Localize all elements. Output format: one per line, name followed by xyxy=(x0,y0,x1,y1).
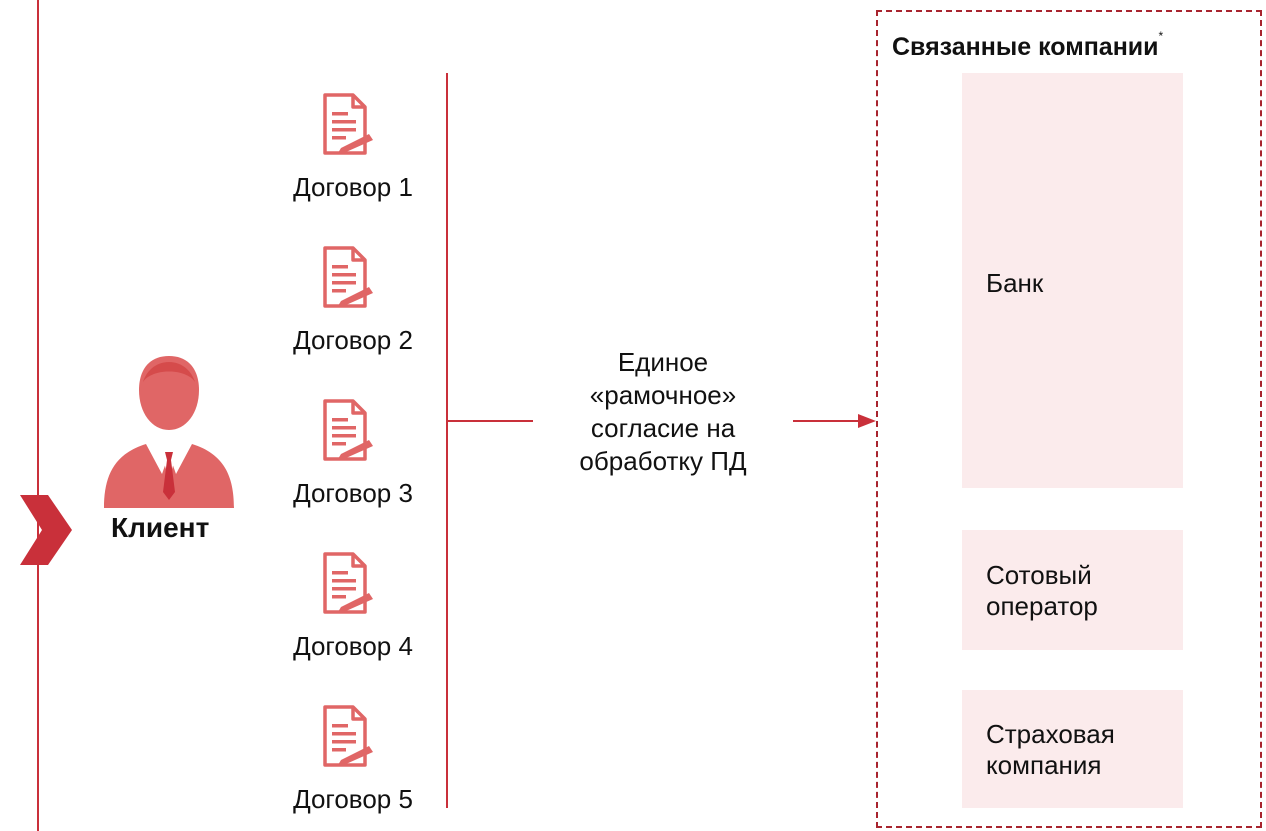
consent-line: обработку ПД xyxy=(579,446,747,476)
contract-document-icon xyxy=(313,92,377,156)
company-box-bank xyxy=(962,73,1183,488)
consent-line: согласие на xyxy=(590,413,736,443)
company-label-insurance: Страховая компания xyxy=(986,719,1115,781)
company-line: Банк xyxy=(986,268,1044,298)
chevron-right-icon xyxy=(20,495,72,565)
contract-label: Договор 3 xyxy=(293,478,413,508)
company-line: Сотовый xyxy=(986,560,1092,590)
contract-label: Договор 2 xyxy=(293,325,413,355)
company-box-insurance xyxy=(962,690,1183,808)
company-line: Страховая xyxy=(986,719,1115,749)
related-companies-title: Связанные компании* xyxy=(892,29,1163,62)
consent-arrow-line-right xyxy=(778,420,862,422)
related-companies-title-text: Связанные компании xyxy=(892,33,1159,61)
company-label-bank: Банк xyxy=(986,268,1043,299)
client-label: Клиент xyxy=(111,512,210,543)
consent-arrow-line-left xyxy=(447,420,550,422)
company-label-mobile-operator: Сотовый оператор xyxy=(986,560,1098,622)
contract-document-icon xyxy=(313,551,377,615)
consent-label: Единое «рамочное» согласие на обработку … xyxy=(533,346,793,478)
arrow-head-icon xyxy=(858,414,876,428)
related-companies-group xyxy=(876,10,1262,828)
contract-label: Договор 5 xyxy=(293,784,413,814)
company-line: компания xyxy=(986,750,1102,780)
footnote-mark: * xyxy=(1158,29,1164,43)
consent-line: «рамочное» xyxy=(589,380,737,410)
contracts-connector-line xyxy=(446,73,448,808)
contract-label: Договор 1 xyxy=(293,172,413,202)
consent-line: Единое xyxy=(617,347,709,377)
contract-document-icon xyxy=(313,704,377,768)
contract-document-icon xyxy=(313,398,377,462)
contract-document-icon xyxy=(313,245,377,309)
company-line: оператор xyxy=(986,591,1098,621)
left-frame-line xyxy=(37,0,39,831)
businessman-icon xyxy=(104,356,234,508)
company-box-mobile-operator xyxy=(962,530,1183,650)
contract-label: Договор 4 xyxy=(293,631,413,661)
